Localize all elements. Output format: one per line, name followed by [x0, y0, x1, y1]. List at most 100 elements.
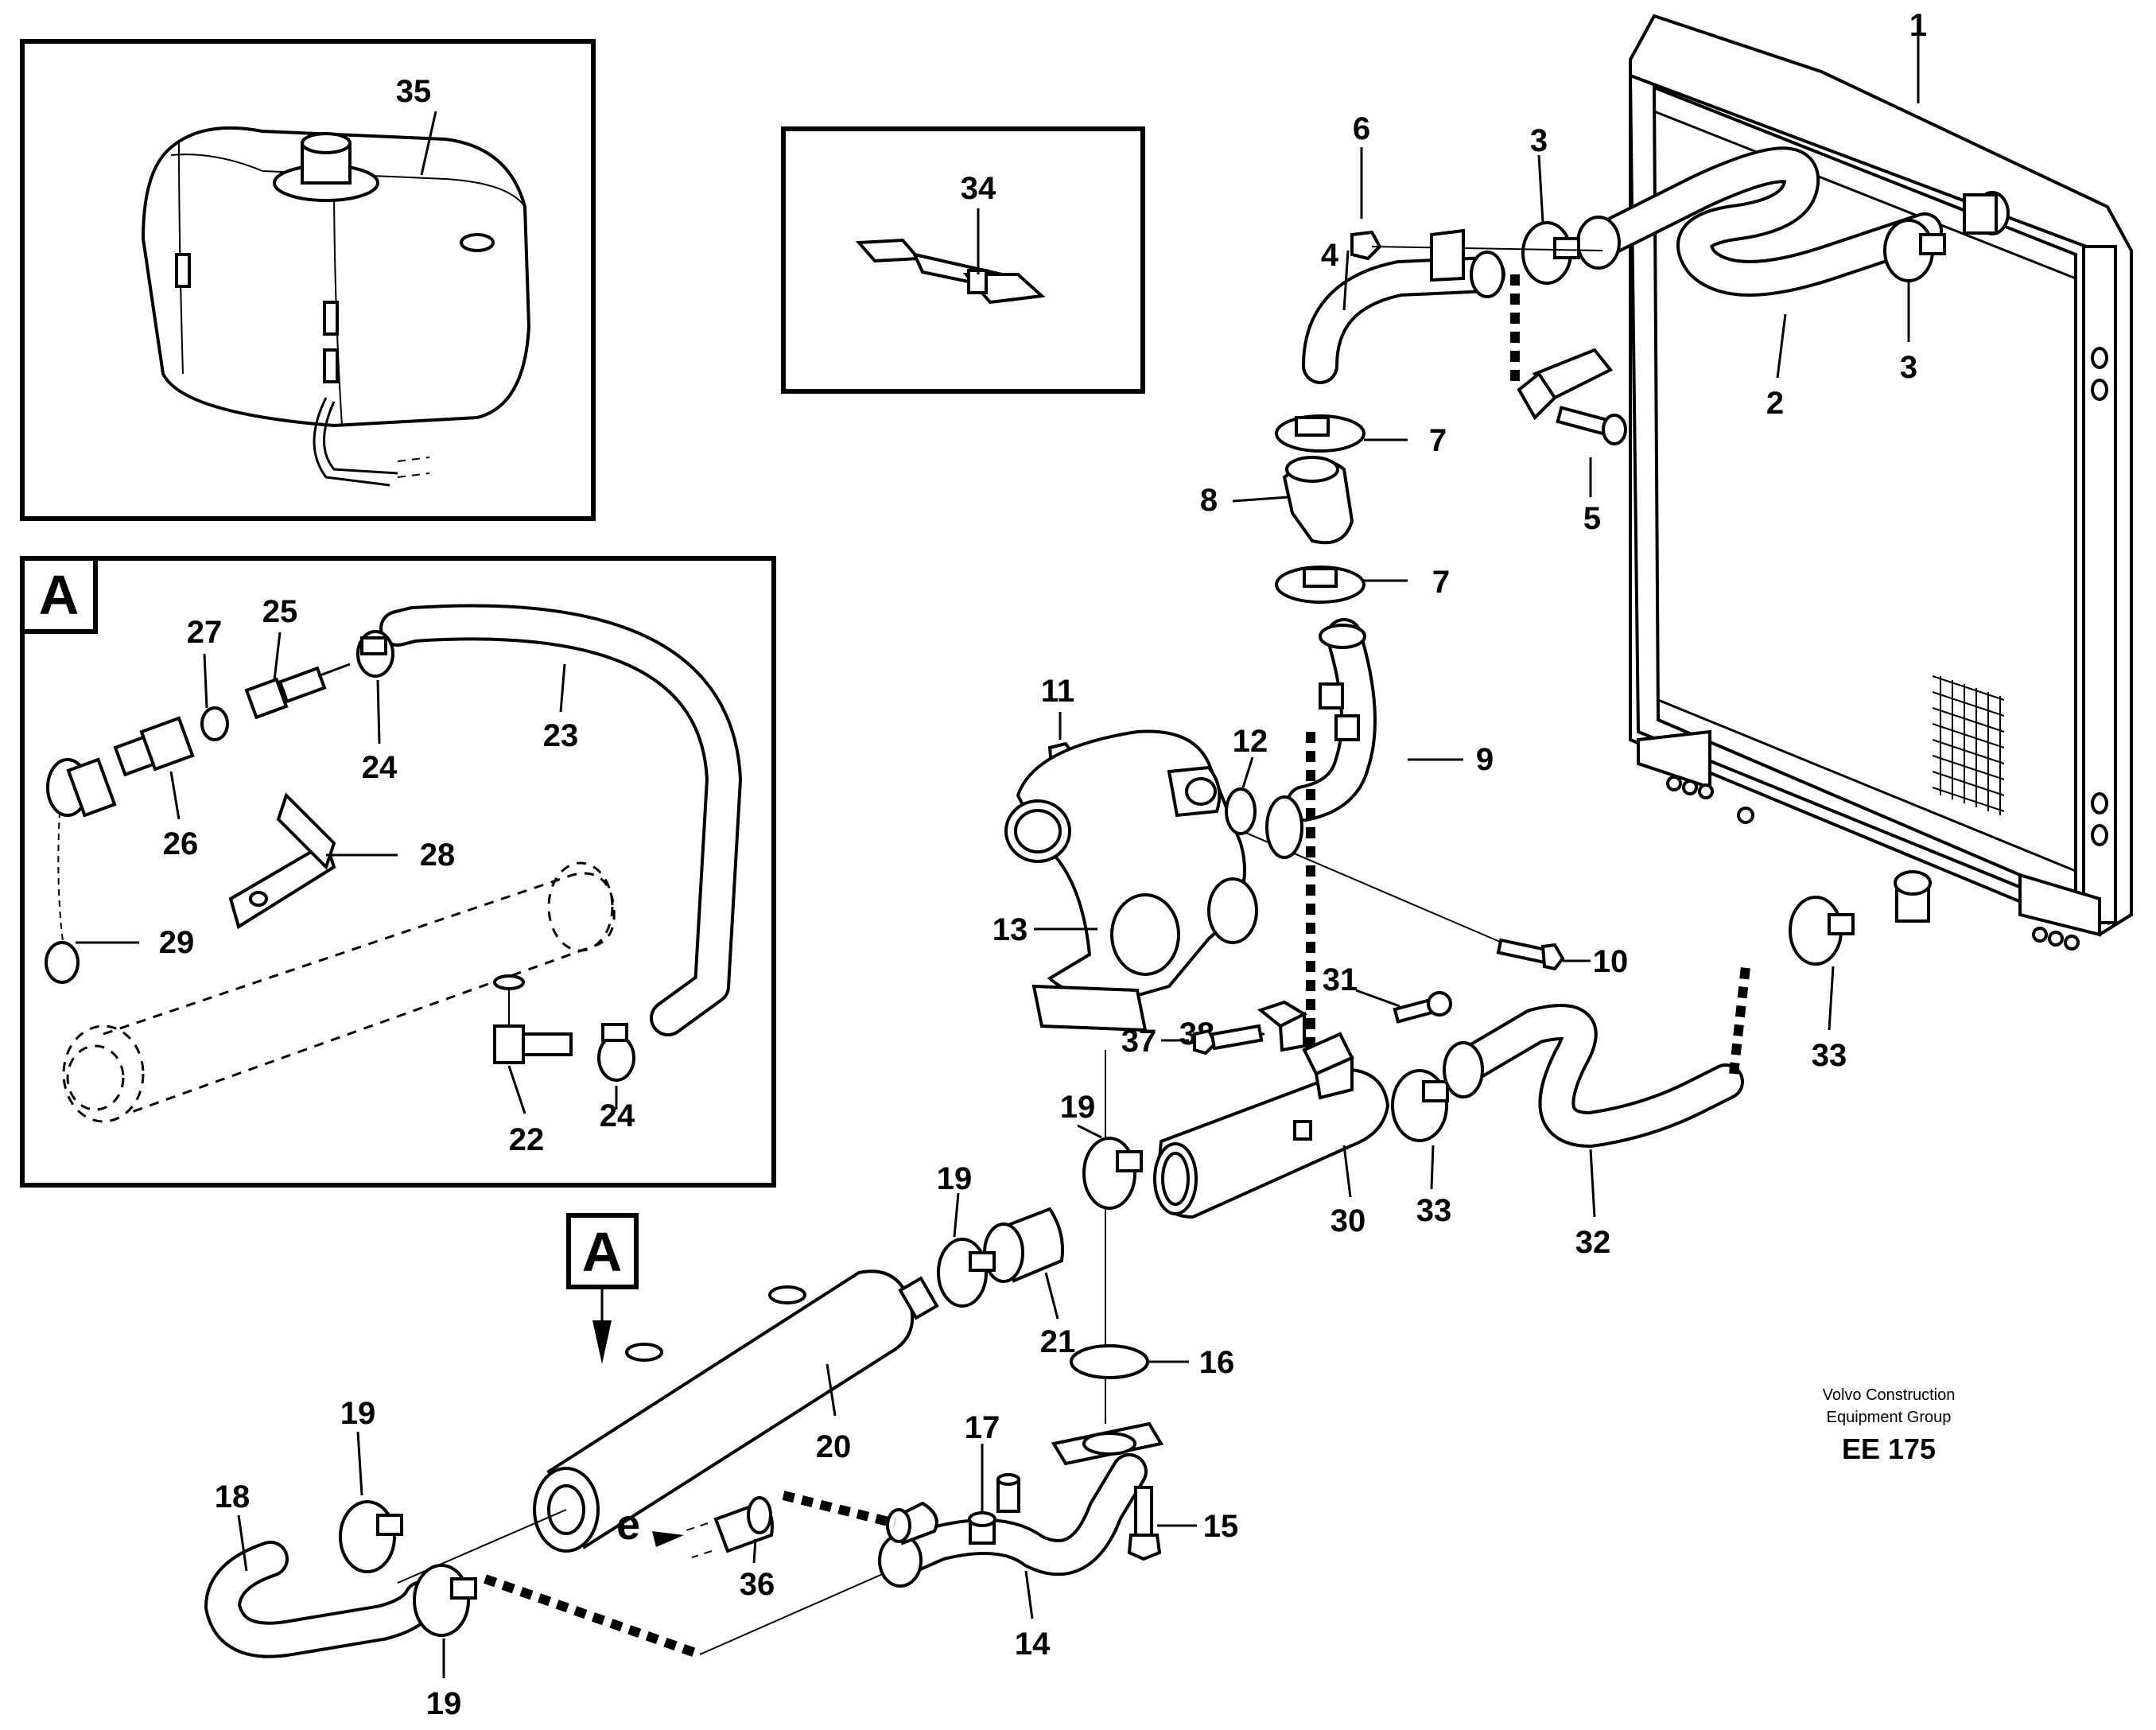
label-15: 15 [1203, 1509, 1239, 1544]
pipe-14-branch-icon [886, 1473, 1020, 1545]
flow-marker-e-letter: e [616, 1501, 640, 1549]
label-3-top: 3 [1530, 123, 1548, 158]
credit-line-1: Volvo Construction [1823, 1386, 1956, 1404]
pipe-14-flange-icon [1051, 1421, 1164, 1466]
label-31: 31 [1323, 962, 1358, 997]
radiator-outlet-bottom-icon [1894, 870, 1932, 923]
label-27: 27 [187, 615, 223, 650]
credit-line-2: Equipment Group [1827, 1409, 1952, 1426]
label-4: 4 [1321, 238, 1339, 273]
inset-box-tank: 35 [20, 39, 596, 521]
hose-clamp-19-lower-left-icon [339, 1500, 403, 1573]
flow-arrow-e: e [616, 1501, 684, 1549]
washer-27-icon [200, 706, 229, 741]
bracket-plate-icon [1430, 228, 1465, 282]
radiator-icon [1628, 14, 2133, 951]
label-18: 18 [215, 1479, 251, 1514]
label-37: 37 [1121, 1024, 1157, 1059]
hose-clamp-33-center-icon [1391, 1069, 1449, 1142]
sleeve-36-icon [713, 1496, 774, 1553]
hose-clamp-7-top-icon [1275, 414, 1365, 453]
label-32: 32 [1575, 1225, 1611, 1260]
label-28: 28 [420, 838, 456, 873]
bracket-5-icon [1517, 348, 1627, 445]
label-33-right: 33 [1812, 1038, 1847, 1073]
bolt-31-icon [1393, 991, 1452, 1024]
cap-chain-29-icon [45, 757, 117, 984]
hose-clamp-24-bottom-icon [597, 1023, 635, 1082]
label-5: 5 [1583, 501, 1601, 536]
sleeve-21-icon [983, 1207, 1064, 1283]
label-36: 36 [740, 1567, 775, 1602]
label-7-top: 7 [1429, 423, 1447, 458]
label-9: 9 [1476, 742, 1494, 777]
label-34: 34 [961, 171, 996, 206]
label-3-bottom: 3 [1900, 350, 1917, 385]
detail-box-a-letter: A [39, 564, 80, 626]
label-30: 30 [1331, 1203, 1366, 1238]
hose-clamp-19-mid-icon [937, 1238, 996, 1308]
label-8: 8 [1200, 483, 1218, 518]
inset-box-cable-tie: 34 [781, 126, 1145, 394]
label-1: 1 [1909, 8, 1927, 43]
nut-6-icon [1350, 230, 1382, 261]
radiator-outlet-top-icon [1963, 191, 2010, 235]
thermostat-housing-13-icon [1004, 729, 1258, 1032]
label-26: 26 [163, 826, 199, 861]
label-19-bottom: 19 [426, 1686, 462, 1721]
callout-a-letter: A [582, 1221, 623, 1283]
cable-tie-icon [855, 238, 1046, 305]
callout-a: A [566, 1213, 639, 1364]
label-19-upper: 19 [1060, 1090, 1096, 1125]
label-22: 22 [509, 1122, 545, 1157]
bolt-10-icon [1496, 938, 1565, 971]
expansion-tank-icon [141, 126, 531, 487]
label-24-bottom: 24 [600, 1098, 635, 1133]
label-19-lower-left: 19 [340, 1396, 376, 1431]
label-35: 35 [396, 74, 432, 109]
hose-clamp-19-bottom-icon [413, 1564, 477, 1637]
bolt-37-icon [1193, 1024, 1264, 1055]
hose-clamp-19-upper-icon [1082, 1137, 1143, 1210]
label-19-mid: 19 [937, 1161, 973, 1196]
heater-20-icon [533, 1269, 939, 1553]
label-33-center: 33 [1416, 1193, 1452, 1228]
hose-clamp-3-left-icon [1521, 221, 1580, 285]
sensor-25-icon [244, 663, 351, 720]
hose-clamp-33-right-icon [1789, 896, 1855, 966]
label-29: 29 [159, 925, 195, 960]
label-11: 11 [1041, 674, 1074, 709]
label-12: 12 [1233, 724, 1268, 759]
label-7-bottom: 7 [1432, 565, 1450, 600]
label-6: 6 [1353, 111, 1370, 146]
hose-9-nipple-top-icon [1319, 682, 1344, 709]
label-10: 10 [1593, 944, 1629, 979]
elbow-fitting-22-icon [493, 974, 573, 1064]
label-23: 23 [543, 718, 579, 753]
label-25: 25 [262, 594, 298, 629]
hose-clamp-3-right-icon [1883, 219, 1946, 282]
bracket-28-icon [228, 792, 336, 930]
heater-outline-icon [62, 861, 616, 1123]
hose-clamp-24-top-icon [356, 630, 394, 678]
drain-valve-17-icon [968, 1511, 996, 1545]
label-24-top: 24 [362, 750, 398, 785]
hose-8-icon [1282, 456, 1354, 545]
hose-9-nipple-bottom-icon [1334, 714, 1360, 741]
gasket-12-icon [1225, 787, 1257, 835]
nipple-26-icon [113, 716, 195, 777]
pipe-30-icon [1153, 1032, 1390, 1219]
label-21: 21 [1040, 1324, 1076, 1359]
bracket-38-icon [1257, 1000, 1308, 1052]
radiator-core-grid-icon [1932, 675, 2005, 815]
housing-flange-icon [1265, 795, 1303, 859]
label-20: 20 [816, 1429, 852, 1464]
label-17: 17 [965, 1410, 1000, 1445]
label-2: 2 [1766, 386, 1784, 421]
bolt-15-icon [1127, 1486, 1162, 1561]
diagram-code: EE 175 [1842, 1433, 1936, 1465]
label-13: 13 [993, 912, 1028, 947]
detail-box-a: A [20, 556, 776, 1188]
hose-clamp-7-bottom-icon [1275, 566, 1365, 604]
